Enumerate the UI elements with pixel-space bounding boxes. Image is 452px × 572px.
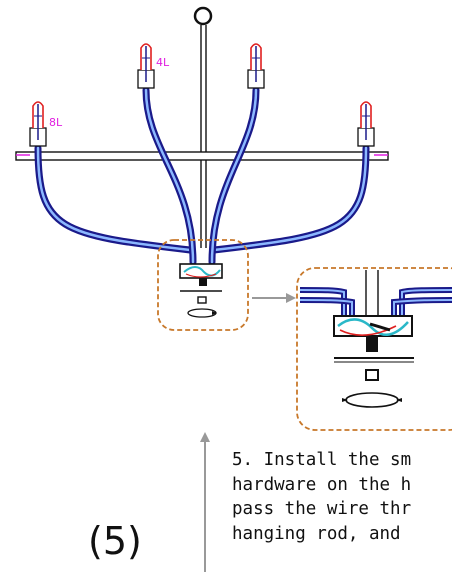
instruction-text: 5. Install the sm hardware on the h pass… bbox=[232, 448, 452, 546]
zoom-arrow bbox=[252, 293, 296, 303]
hanging-rod bbox=[193, 6, 213, 248]
instruction-line: hanging rod, and bbox=[232, 523, 401, 544]
instruction-line: pass the wire thr bbox=[232, 499, 412, 519]
step-number: (5) bbox=[88, 519, 142, 563]
detail-callout-small bbox=[157, 239, 249, 331]
wire-arms bbox=[34, 86, 370, 266]
instruction-line: 5. Install the sm bbox=[232, 450, 412, 470]
light-label-8l: 8L bbox=[49, 116, 63, 129]
socket-inner-left bbox=[137, 43, 155, 89]
socket-left bbox=[29, 101, 47, 147]
junction-detail bbox=[299, 270, 452, 408]
junction-small bbox=[179, 263, 223, 318]
instruction-line: hardware on the h bbox=[232, 474, 412, 495]
vertical-guide-arrow bbox=[200, 432, 210, 572]
detail-callout-large bbox=[296, 267, 452, 431]
crossbar bbox=[15, 151, 389, 161]
socket-inner-right bbox=[247, 43, 265, 89]
light-label-4l: 4L bbox=[156, 56, 170, 69]
socket-right bbox=[357, 101, 375, 147]
